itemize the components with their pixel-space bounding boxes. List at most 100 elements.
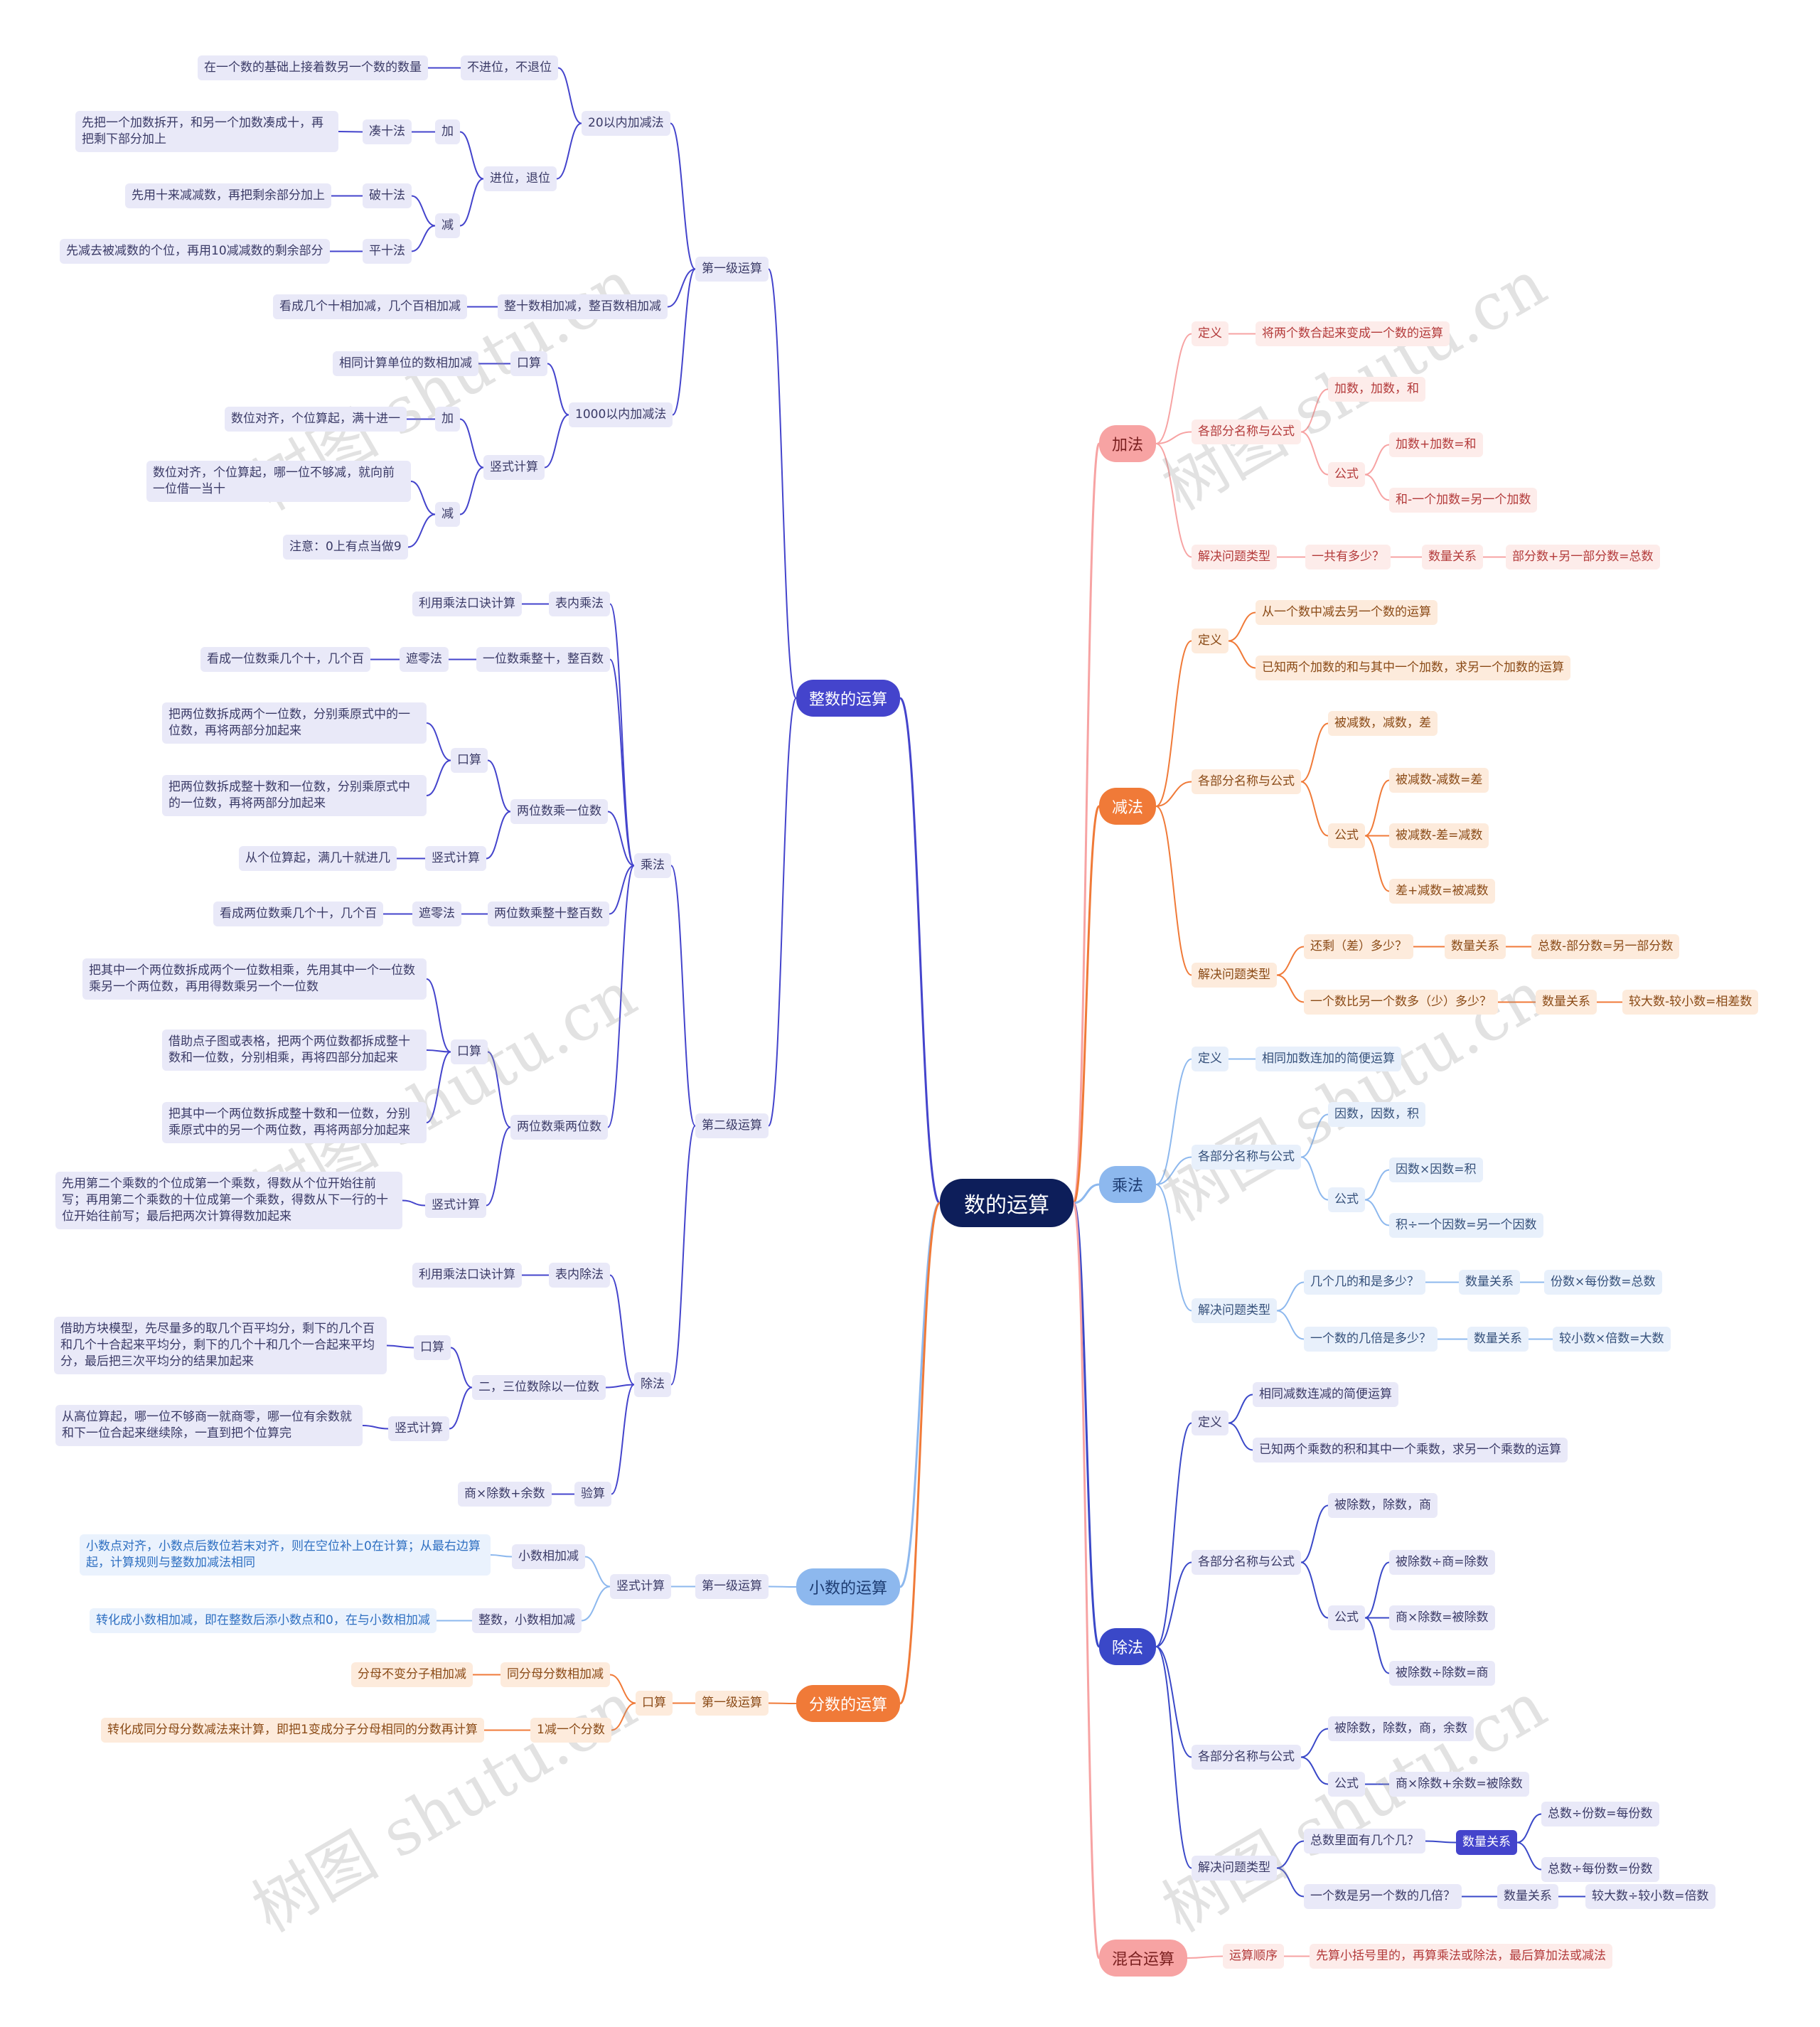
- sub-def-label[interactable]: 定义: [1192, 629, 1228, 653]
- sub-def-2[interactable]: 已知两个加数的和与其中一个加数，求另一个加数的运算: [1256, 656, 1570, 680]
- sub-problem-type[interactable]: 解决问题类型: [1192, 963, 1277, 988]
- mul-two-by-two[interactable]: 两位数乘两位数: [510, 1115, 608, 1140]
- mul-two-by-two-oral-d3[interactable]: 把其中一个两位数拆成整十数和一位数，分别乘原式中的另一个两位数，再将两部分加起来: [162, 1102, 427, 1143]
- mul-one-digit-tens[interactable]: 一位数乘整十，整百数: [476, 647, 610, 672]
- fraction-same-denom-desc[interactable]: 分母不变分子相加减: [351, 1662, 473, 1687]
- add-names[interactable]: 加数，加数，和: [1328, 377, 1425, 402]
- div-def-1[interactable]: 相同减数连减的简便运算: [1253, 1382, 1398, 1407]
- sub-formula-1[interactable]: 被减数-减数=差: [1389, 768, 1489, 793]
- div-three-by-one-oral-desc[interactable]: 借助方块模型，先尽量多的取几个百平均分，剩下的几个百和几个十合起来平均分，剩下的…: [54, 1317, 387, 1374]
- div-formula2-label[interactable]: 公式: [1328, 1772, 1365, 1797]
- w1k-vertical-sub-desc[interactable]: 数位对齐，个位算起，哪一位不够减，就向前一位借一当十: [146, 461, 411, 502]
- add-formula-2[interactable]: 和-一个加数=另一个加数: [1389, 488, 1538, 513]
- branch-mul[interactable]: 乘法: [1099, 1166, 1157, 1203]
- div-formula-4[interactable]: 商×除数+余数=被除数: [1389, 1772, 1529, 1797]
- mul-q2[interactable]: 一个数的几倍是多少？: [1304, 1327, 1438, 1352]
- div-formula-3[interactable]: 被除数÷除数=商: [1389, 1661, 1495, 1686]
- div-relation-label-1[interactable]: 数量关系: [1456, 1830, 1517, 1855]
- branch-fraction[interactable]: 分数的运算: [796, 1685, 901, 1722]
- break-ten-desc[interactable]: 先用十来减减数，再把剩余部分加上: [125, 183, 331, 208]
- mul-relation-label-2[interactable]: 数量关系: [1467, 1327, 1529, 1352]
- mul-formula-1[interactable]: 因数×因数=积: [1389, 1157, 1483, 1182]
- mul-def[interactable]: 相同加数连加的简便运算: [1256, 1047, 1401, 1071]
- div-parts-label[interactable]: 各部分名称与公式: [1192, 1550, 1301, 1575]
- div-formula-2[interactable]: 商×除数=被除数: [1389, 1605, 1495, 1630]
- mul-two-by-two-oral-d2[interactable]: 借助点子图或表格，把两个两位数都拆成整十数和一位数，分别相乘，再将四部分加起来: [162, 1029, 427, 1071]
- mul-problem-type[interactable]: 解决问题类型: [1192, 1298, 1277, 1323]
- div-def-label[interactable]: 定义: [1192, 1411, 1228, 1435]
- mul-table-desc[interactable]: 利用乘法口诀计算: [412, 592, 522, 616]
- div-relation-1b[interactable]: 总数÷每份数=份数: [1541, 1857, 1659, 1882]
- make-ten-desc[interactable]: 先把一个加数拆开，和另一个加数凑成十，再把剩下部分加上: [75, 111, 338, 152]
- decimal-level1[interactable]: 第一级运算: [695, 1574, 769, 1599]
- w1k-vertical-add-desc[interactable]: 数位对齐，个位算起，满十进一: [225, 407, 407, 432]
- add-q1[interactable]: 一共有多少？: [1305, 545, 1391, 569]
- mul-def-label[interactable]: 定义: [1192, 1047, 1228, 1071]
- mul-two-by-tens[interactable]: 两位数乘整十整百数: [488, 902, 609, 926]
- mixed-order[interactable]: 先算小括号里的，再算乘法或除法，最后算加法或减法: [1310, 1944, 1612, 1969]
- div-formula-1[interactable]: 被除数÷商=除数: [1389, 1550, 1495, 1575]
- div-relation-label-2[interactable]: 数量关系: [1497, 1884, 1558, 1909]
- add-def-label[interactable]: 定义: [1192, 321, 1228, 346]
- div-three-by-one[interactable]: 二，三位数除以一位数: [472, 1375, 606, 1400]
- mul-relation-2[interactable]: 较小数×倍数=大数: [1553, 1327, 1671, 1352]
- no-carry[interactable]: 不进位，不退位: [461, 55, 558, 80]
- mul-names[interactable]: 因数，因数，积: [1328, 1102, 1425, 1127]
- carry[interactable]: 进位，退位: [483, 166, 557, 191]
- div-names[interactable]: 被除数，除数，商: [1328, 1493, 1438, 1518]
- mul-two-by-one-oral-d1[interactable]: 把两位数拆成两个一位数，分别乘原式中的一位数，再将两部分加起来: [162, 702, 427, 744]
- mul-two-by-two-oral-d1[interactable]: 把其中一个两位数拆成两个一位数相乘，先用其中一个一位数乘另一个两位数，再用得数乘…: [82, 958, 427, 1000]
- sub-formula-label[interactable]: 公式: [1328, 823, 1365, 848]
- within1000[interactable]: 1000以内加减法: [569, 402, 673, 427]
- fraction-level1[interactable]: 第一级运算: [695, 1691, 769, 1716]
- carry-sub[interactable]: 减: [435, 213, 460, 238]
- within20[interactable]: 20以内加减法: [582, 111, 670, 136]
- branch-mixed[interactable]: 混合运算: [1099, 1940, 1188, 1977]
- flat-ten-desc[interactable]: 先减去被减数的个位，再用10减减数的剩余部分: [60, 239, 330, 264]
- div-three-by-one-oral[interactable]: 口算: [414, 1335, 451, 1360]
- div-relation-2[interactable]: 较大数÷较小数=倍数: [1585, 1884, 1715, 1909]
- sub-formula-2[interactable]: 被减数-差=减数: [1389, 823, 1489, 848]
- mul-parts-label[interactable]: 各部分名称与公式: [1192, 1145, 1301, 1170]
- div-parts2-label[interactable]: 各部分名称与公式: [1192, 1745, 1301, 1770]
- mul-relation-1[interactable]: 份数×每份数=总数: [1544, 1270, 1662, 1295]
- mul-table[interactable]: 表内乘法: [549, 592, 610, 616]
- w1k-vertical[interactable]: 竖式计算: [483, 455, 545, 480]
- sub-def-1[interactable]: 从一个数中减去另一个数的运算: [1256, 600, 1438, 625]
- tens-hundreds-desc[interactable]: 看成几个十相加减，几个百相加减: [273, 294, 467, 319]
- branch-sub[interactable]: 减法: [1099, 788, 1157, 825]
- decimal-add-desc[interactable]: 小数点对齐，小数点后数位若末对齐，则在空位补上0在计算；从最右边算起，计算规则与…: [80, 1534, 491, 1576]
- break-ten[interactable]: 破十法: [363, 183, 412, 208]
- add-formula-label[interactable]: 公式: [1328, 462, 1365, 487]
- add-formula-1[interactable]: 加数+加数=和: [1389, 432, 1483, 457]
- branch-integer[interactable]: 整数的运算: [796, 680, 901, 717]
- branch-decimal[interactable]: 小数的运算: [796, 1568, 901, 1605]
- mul-two-by-two-vertical[interactable]: 竖式计算: [425, 1193, 486, 1218]
- fraction-oral[interactable]: 口算: [636, 1691, 673, 1716]
- div-three-by-one-vertical-desc[interactable]: 从高位算起，哪一位不够商一就商零，哪一位有余数就和下一位合起来继续除，一直到把个…: [55, 1405, 363, 1446]
- sub-formula-3[interactable]: 差+减数=被减数: [1389, 879, 1495, 904]
- mul-two-by-one-oral[interactable]: 口算: [451, 748, 488, 773]
- mul-two-by-tens-desc[interactable]: 看成两位数乘几个十，几个百: [213, 902, 383, 926]
- sub-parts-label[interactable]: 各部分名称与公式: [1192, 769, 1301, 794]
- w1k-vertical-add[interactable]: 加: [435, 407, 460, 432]
- carry-add[interactable]: 加: [435, 119, 460, 144]
- div-formula-label[interactable]: 公式: [1328, 1605, 1365, 1630]
- add-relation[interactable]: 部分数+另一部分数=总数: [1506, 545, 1660, 569]
- sub-q1[interactable]: 还剩（差）多少？: [1304, 934, 1413, 959]
- sub-relation-label-1[interactable]: 数量关系: [1445, 934, 1506, 959]
- w1k-oral-desc[interactable]: 相同计算单位的数相加减: [333, 351, 478, 376]
- div-relation-1a[interactable]: 总数÷份数=每份数: [1541, 1802, 1659, 1827]
- fraction-one-minus-desc[interactable]: 转化成同分母分数减法来计算，即把1变成分子分母相同的分数再计算: [101, 1718, 484, 1743]
- branch-add[interactable]: 加法: [1099, 425, 1157, 462]
- add-parts-label[interactable]: 各部分名称与公式: [1192, 419, 1301, 444]
- mul-formula-2[interactable]: 积÷一个因数=另一个因数: [1389, 1213, 1543, 1238]
- sub-relation-label-2[interactable]: 数量关系: [1536, 990, 1597, 1015]
- integer-level1[interactable]: 第一级运算: [695, 257, 769, 282]
- div-check[interactable]: 验算: [574, 1482, 611, 1507]
- make-ten[interactable]: 凑十法: [363, 119, 412, 144]
- mul-one-digit-tens-method[interactable]: 遮零法: [400, 647, 449, 672]
- w1k-oral[interactable]: 口算: [510, 351, 547, 376]
- w1k-vertical-sub[interactable]: 减: [435, 502, 460, 527]
- mul-relation-label-1[interactable]: 数量关系: [1459, 1270, 1520, 1295]
